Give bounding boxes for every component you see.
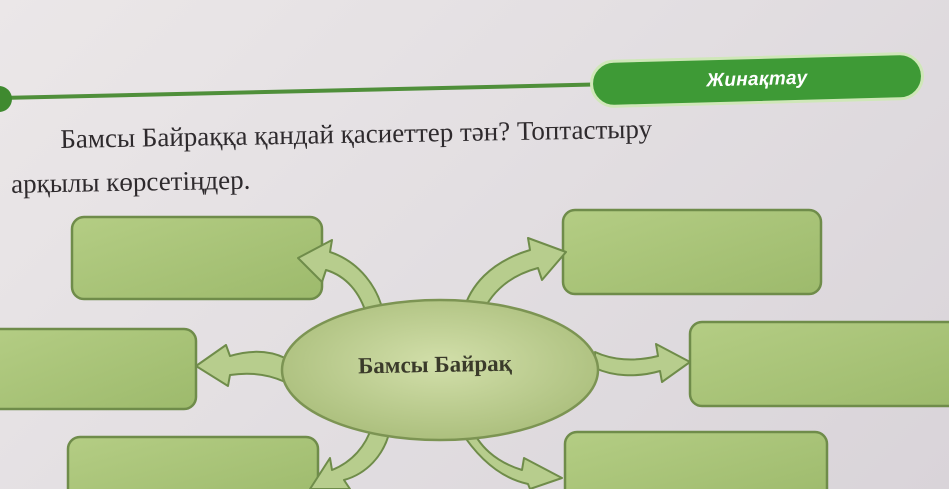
arrow-to-bottom-left (309, 425, 391, 489)
arrow-to-middle-right (594, 343, 691, 383)
answer-box-bottom-left[interactable] (66, 435, 320, 489)
arrow-to-middle-left (195, 344, 286, 387)
answer-box-middle-right[interactable] (688, 320, 949, 408)
center-ellipse (280, 298, 600, 442)
section-marker-dot (0, 86, 12, 112)
arrow-to-bottom-right (459, 423, 563, 489)
answer-box-middle-left[interactable] (0, 327, 198, 411)
arrow-to-top-left (297, 239, 384, 317)
answer-box-top-right[interactable] (561, 208, 823, 296)
answer-box-top-left[interactable] (70, 215, 324, 301)
center-label: Бамсы Байрақ (357, 350, 513, 379)
answer-box-bottom-right[interactable] (563, 430, 829, 489)
arrow-to-top-right (462, 237, 567, 317)
